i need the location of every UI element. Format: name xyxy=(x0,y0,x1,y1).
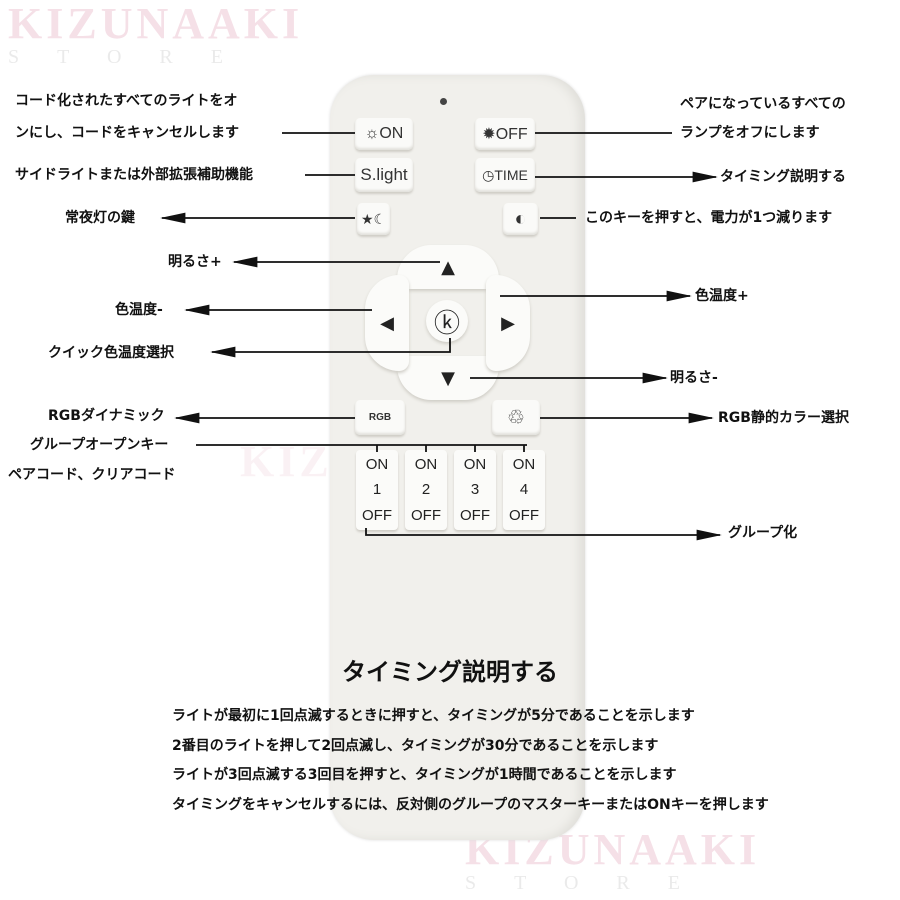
indicator-led xyxy=(440,98,447,105)
group-off-label: OFF xyxy=(411,506,441,524)
timing-line-1: ライトが最初に1回点滅するときに押すと、タイミングが5分であることを示します xyxy=(172,708,695,724)
rgb-static-button[interactable]: ♲ xyxy=(492,400,540,435)
label-off-line2: ランプをオフにします xyxy=(680,125,820,141)
group-number: 1 xyxy=(372,481,382,499)
timing-title: タイミング説明する xyxy=(342,658,558,686)
group-off-label: OFF xyxy=(362,506,392,524)
label-on-line2: ンにし、コードをキャンセルします xyxy=(15,125,239,141)
callout-grouping xyxy=(365,528,722,541)
night-light-button[interactable]: ★☾ xyxy=(357,203,390,235)
quick-color-temp-button[interactable]: ⓚ xyxy=(426,300,468,342)
group-number: 3 xyxy=(470,481,480,499)
timing-line-3: ライトが3回点滅する3回目を押すと、タイミングが1時間であることを示します xyxy=(172,767,677,783)
color-temp-up-button[interactable]: ▶ xyxy=(486,275,530,371)
label-ct-down: 色温度- xyxy=(115,302,163,318)
rgb-dynamic-button[interactable]: RGB xyxy=(355,400,405,435)
label-rgb-static: RGB静的カラー選択 xyxy=(718,410,849,426)
label-group-open: グループオープンキー xyxy=(30,437,169,453)
label-bright-down: 明るさ- xyxy=(670,370,718,386)
label-grouping: グループ化 xyxy=(728,525,798,541)
label-ct-up: 色温度+ xyxy=(695,288,749,304)
group-on-label: ON xyxy=(463,456,487,474)
timing-line-4: タイミングをキャンセルするには、反対側のグループのマスターキーまたはONキーを押… xyxy=(172,797,769,813)
brightness-up-button[interactable]: ▲ xyxy=(397,245,499,289)
label-bright-up: 明るさ+ xyxy=(168,254,222,270)
color-temp-down-button[interactable]: ◀ xyxy=(365,275,409,371)
label-rgb-dynamic: RGBダイナミック xyxy=(48,408,165,424)
callout-quick-ct xyxy=(210,338,451,358)
label-slight: サイドライトまたは外部拡張補助機能 xyxy=(15,167,253,183)
timing-line-2: 2番目のライトを押して2回点滅し、タイミングが30分であることを示します xyxy=(172,738,659,754)
side-light-button[interactable]: S.light xyxy=(355,158,413,192)
group-off-label: OFF xyxy=(509,506,539,524)
group-on-label: ON xyxy=(512,456,536,474)
off-button[interactable]: ✹OFF xyxy=(475,118,535,150)
on-button[interactable]: ☼ON xyxy=(355,118,413,150)
group-on-label: ON xyxy=(414,456,438,474)
label-night: 常夜灯の鍵 xyxy=(65,210,135,226)
group-number: 2 xyxy=(421,481,431,499)
dim-button[interactable]: ◐ xyxy=(503,203,538,235)
timer-button[interactable]: ◷TIME xyxy=(475,158,535,192)
group-on-label: ON xyxy=(365,456,389,474)
group-number: 4 xyxy=(519,481,529,499)
group-off-label: OFF xyxy=(460,506,490,524)
label-time: タイミング説明する xyxy=(720,169,846,185)
label-pair-code: ペアコード、クリアコード xyxy=(8,467,176,483)
label-off-line1: ペアになっているすべての xyxy=(680,96,846,112)
label-dim: このキーを押すと、電力が1つ減ります xyxy=(585,210,833,226)
label-on-line1: コード化されたすべてのライトをオ xyxy=(15,93,238,109)
label-quick-ct: クイック色温度選択 xyxy=(48,345,174,361)
